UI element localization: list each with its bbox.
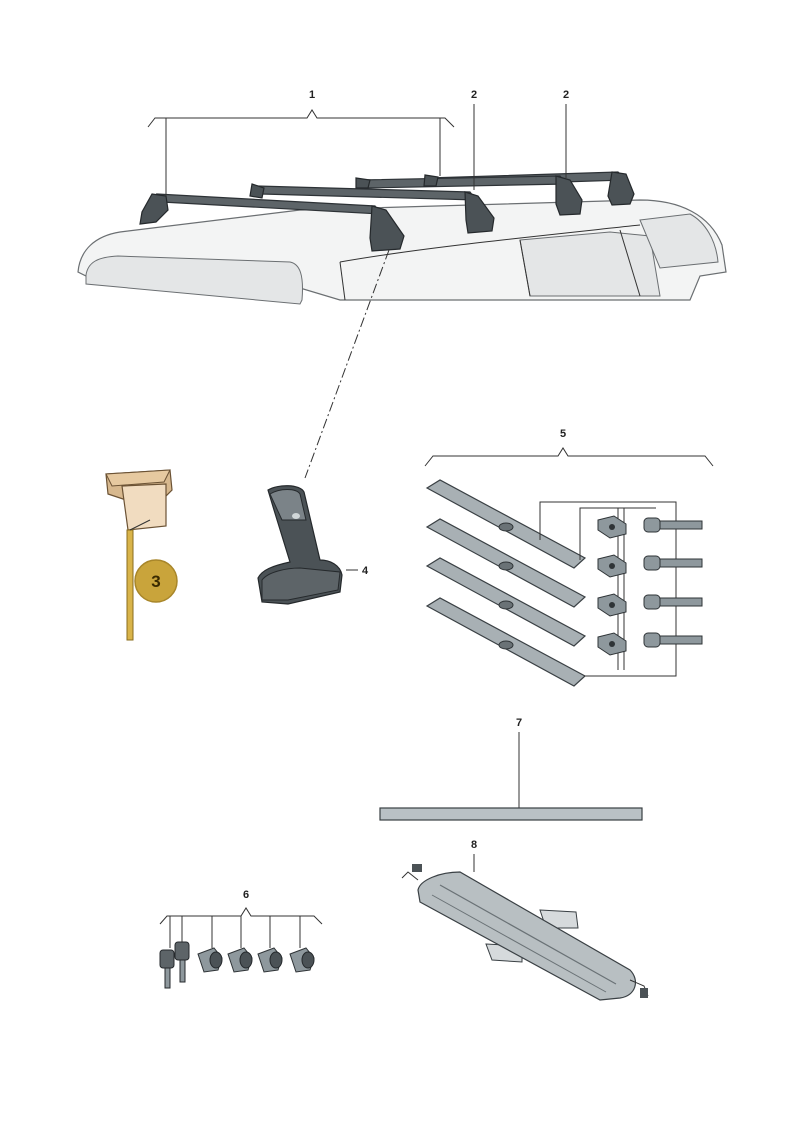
callout-1-label: 1 [309,89,315,101]
lock-cylinder-icon [289,947,315,973]
bolt [643,517,703,533]
callout-6-label: 6 [243,889,249,901]
square-nut [597,515,627,539]
lock-cylinder-icon [257,947,283,973]
roof-bars-assembly [139,171,635,252]
square-nut [597,632,627,656]
instruction-note-item-3: 3 [105,469,178,641]
clamp-plate [425,518,587,608]
bolt [643,555,703,571]
callout-2-front: 2 [471,89,477,190]
leader-line-foot [304,249,390,479]
lock-cylinder-icon [197,947,223,973]
badge-3-label: 3 [151,572,160,591]
bolt [643,632,703,648]
roof-foot-item-4: 4 [257,485,369,605]
bolt [643,594,703,610]
key-icon [174,941,190,983]
callout-8-label: 8 [471,839,477,851]
lock-set-item-6: 6 [159,889,323,989]
trim-strip-item-7: 7 [379,717,643,821]
callout-2-rear: 2 [563,89,569,178]
key-icon [159,949,175,989]
clamp-plate [425,479,587,569]
lock-cylinder-icon [227,947,253,973]
callout-7-label: 7 [516,717,522,729]
mounting-kit-item-5: 5 [424,428,714,687]
callout-1: 1 [147,89,455,196]
car-roof-illustration [77,199,727,305]
callout-5-label: 5 [560,428,566,440]
cover-item-8: 8 [401,839,649,1001]
badge-3-icon [134,559,178,603]
callout-2-label: 2 [563,89,569,101]
square-nut [597,593,627,617]
callout-2-label: 2 [471,89,477,101]
callout-4-label: 4 [362,565,369,577]
note-paper [121,483,167,531]
square-nut [597,554,627,578]
clamp-plate [425,557,587,647]
clamp-plate [425,597,587,687]
